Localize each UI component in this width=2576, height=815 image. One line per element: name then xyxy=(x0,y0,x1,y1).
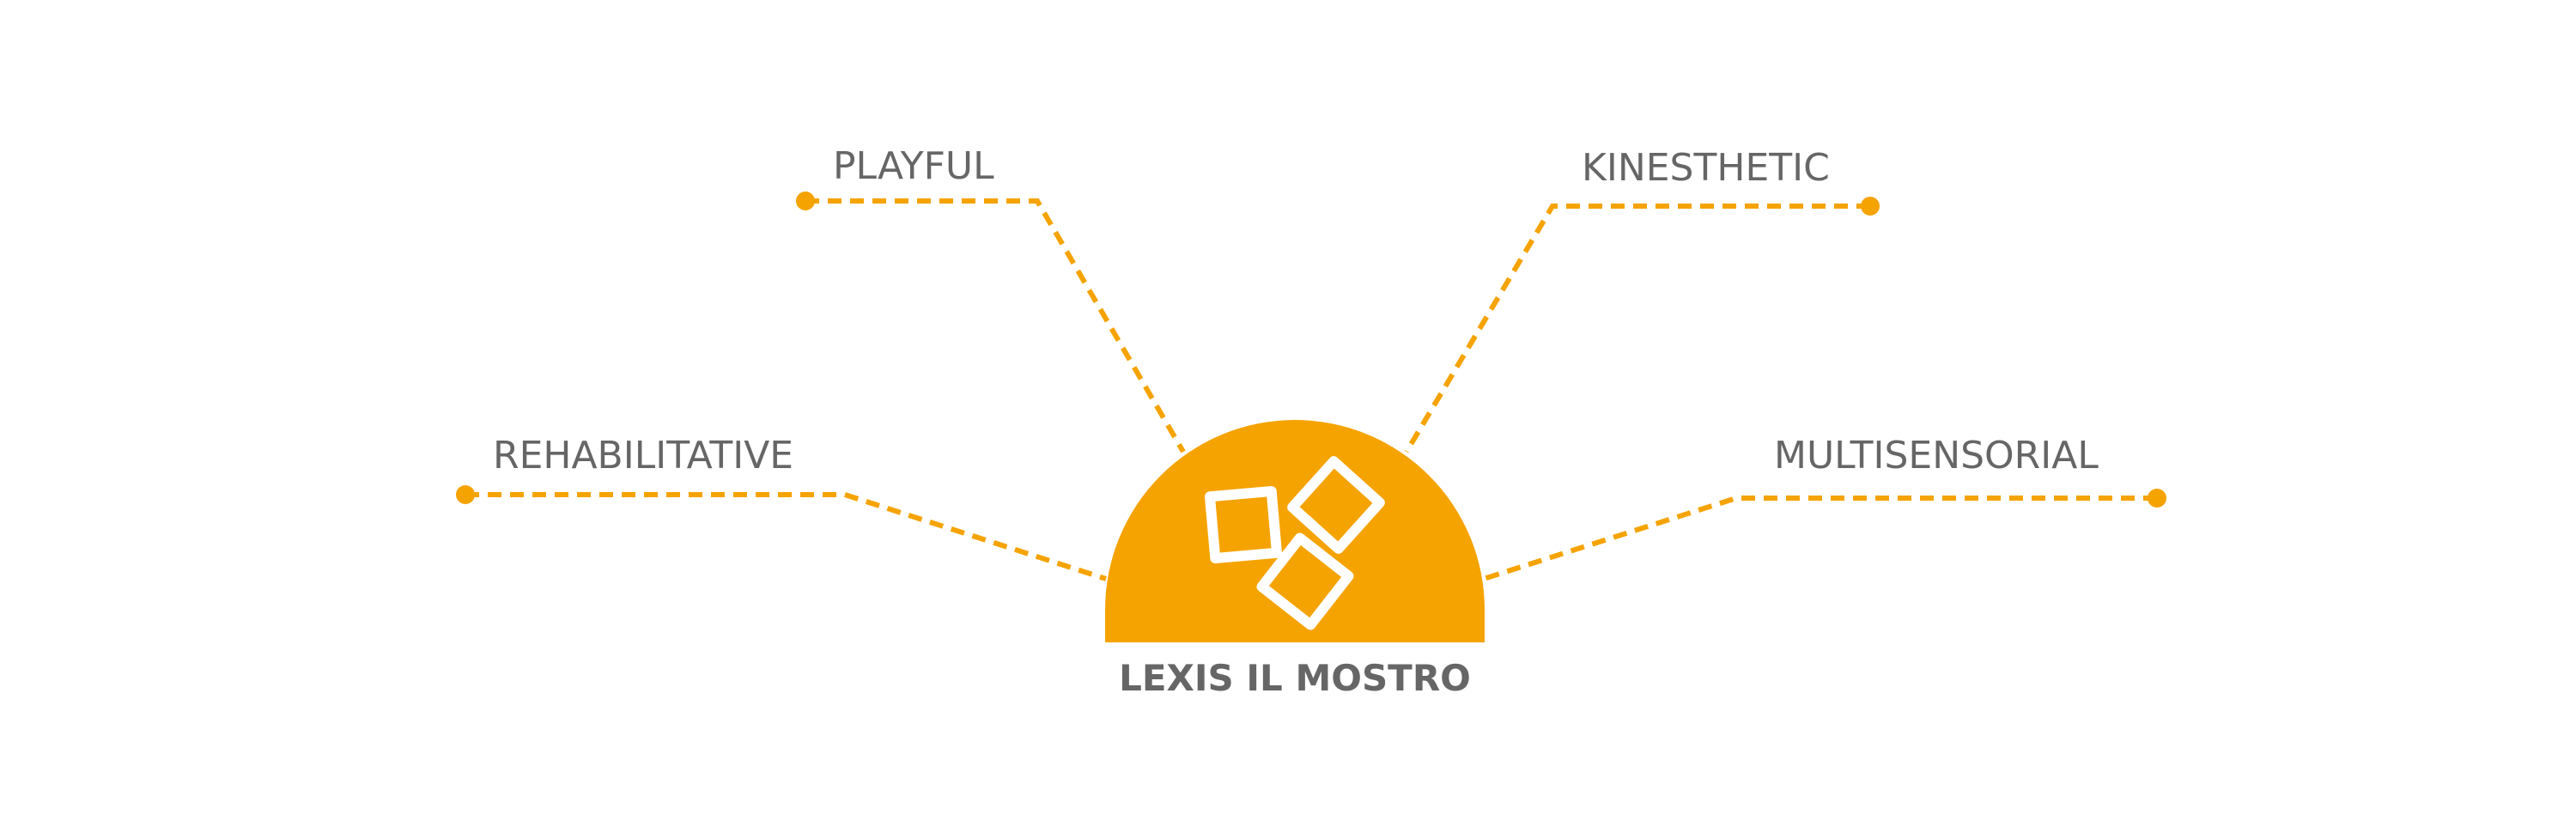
dot-multisensorial xyxy=(2148,489,2166,508)
label-rehabilitative: REHABILITATIVE xyxy=(493,434,793,477)
dot-kinesthetic xyxy=(1861,197,1880,216)
label-multisensorial: MULTISENSORIAL xyxy=(1774,434,2099,477)
tile-square-1 xyxy=(1204,485,1283,564)
dot-rehabilitative xyxy=(456,485,475,504)
tiles-icon xyxy=(1204,456,1385,630)
tile-square-2 xyxy=(1287,456,1385,554)
hub-shape xyxy=(1105,420,1485,642)
dot-playful xyxy=(796,192,815,210)
connectors xyxy=(465,198,2157,581)
tile-square-3 xyxy=(1256,532,1354,630)
connector-playful xyxy=(805,198,1186,453)
label-playful: PLAYFUL xyxy=(833,144,994,188)
center-title: LEXIS IL MOSTRO xyxy=(1119,657,1471,699)
connector-dots xyxy=(456,192,2166,508)
connector-kinesthetic xyxy=(1404,204,1870,453)
connector-multisensorial xyxy=(1483,496,2157,581)
label-kinesthetic: KINESTHETIC xyxy=(1582,146,1830,190)
center-hub xyxy=(1105,420,1485,642)
connector-rehabilitative xyxy=(465,492,1107,581)
